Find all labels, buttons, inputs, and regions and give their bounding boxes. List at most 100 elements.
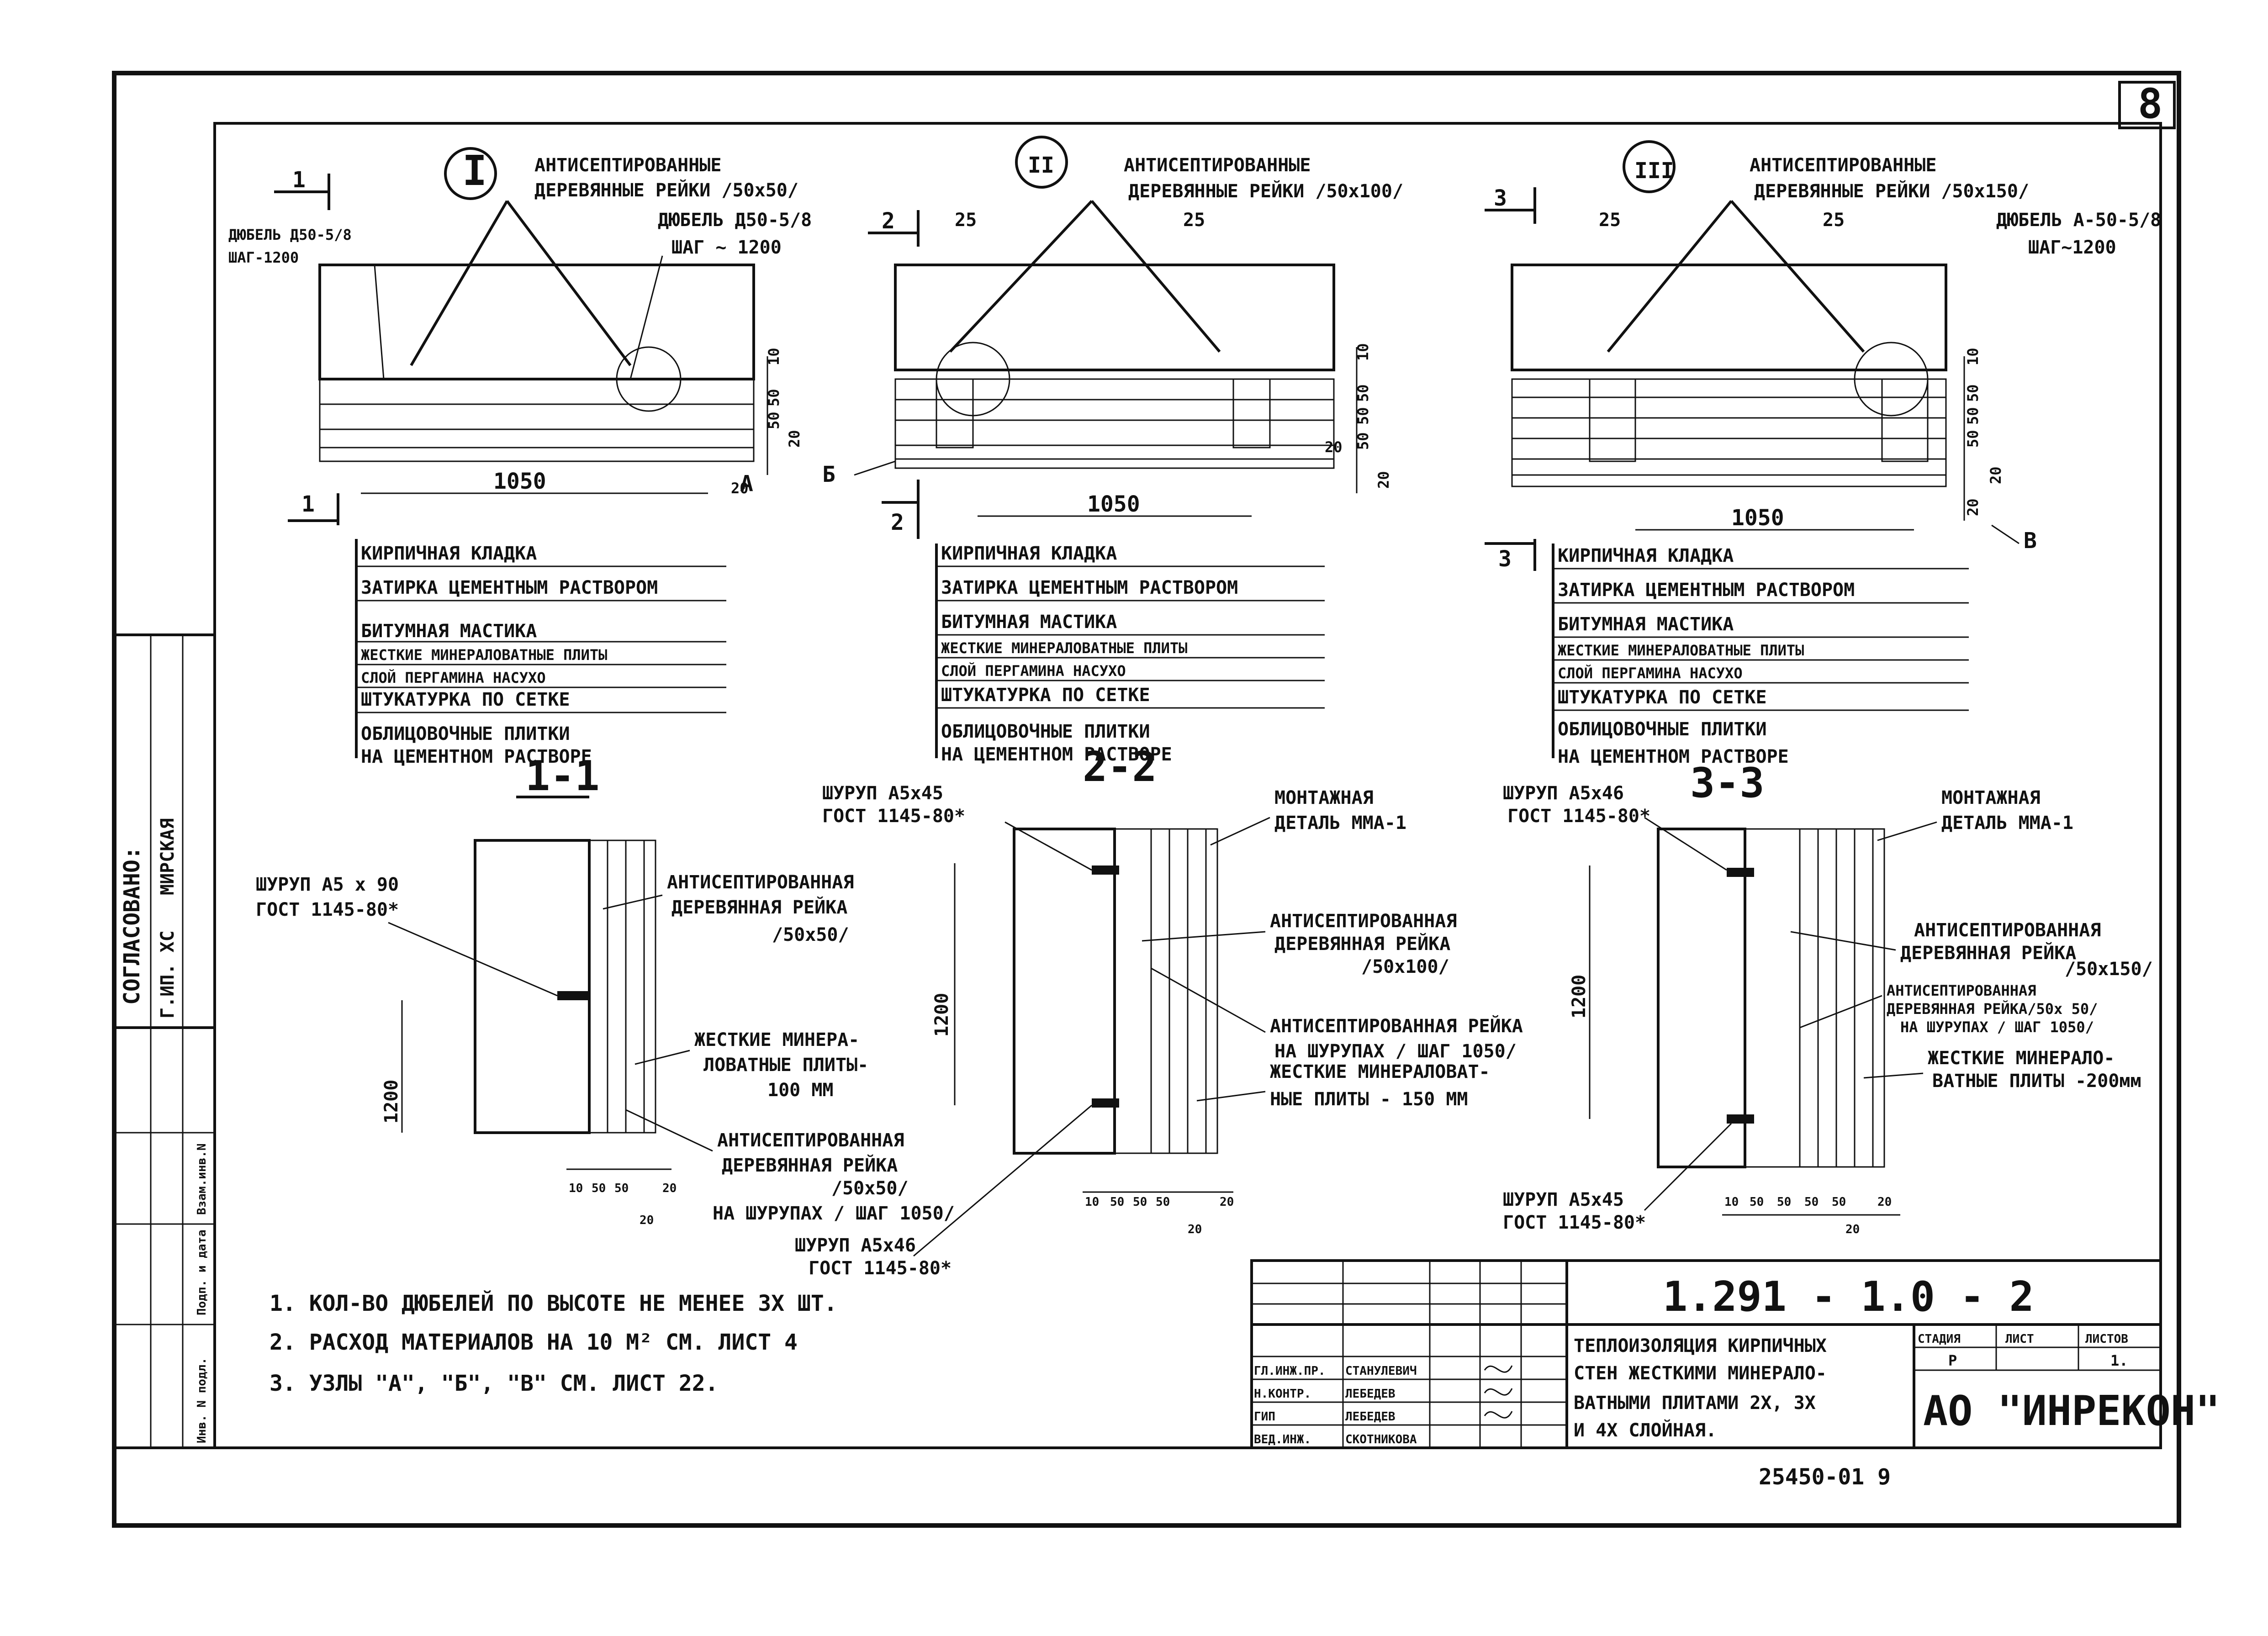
detail-3-board-1 bbox=[1511, 378, 1947, 398]
section-1-1-screw-2: ГОСТ 1145-80* bbox=[256, 899, 399, 920]
detail-3-dim-6: 20 bbox=[1987, 466, 2004, 484]
detail-3-dim-1: 10 bbox=[1964, 348, 1982, 365]
detail-2-layer-2: ЗАТИРКА ЦЕМЕНТНЫМ РАСТВОРОМ bbox=[941, 577, 1238, 598]
section-3-3-screw-bottom-1: ШУРУП А5х45 bbox=[1503, 1189, 1624, 1210]
detail-3-mark-circle bbox=[1623, 140, 1676, 193]
section-1-1-dim-5: 20 bbox=[640, 1214, 654, 1227]
detail-3-dim-25a: 25 bbox=[1599, 210, 1621, 231]
detail-2-brick bbox=[894, 264, 1335, 371]
detail-1-cut-bottom: 1 bbox=[301, 491, 315, 517]
sheets-value: 1. bbox=[2110, 1352, 2128, 1369]
detail-3-anchor-right-1: ДЮБЕЛЬ А-50-5/8 bbox=[1996, 210, 2161, 231]
section-2-2-screw-bottom-1: ШУРУП А5х46 bbox=[795, 1235, 916, 1256]
detail-3-layer-5: СЛОЙ ПЕРГАМИНА НАСУХО bbox=[1558, 665, 1743, 682]
name-2: ЛЕБЕДЕВ bbox=[1345, 1387, 1396, 1401]
detail-2-batten-a bbox=[936, 378, 974, 449]
section-3-3-dim-6: 20 bbox=[1877, 1195, 1892, 1209]
detail-3-anchor-right-2: ШАГ~1200 bbox=[2028, 237, 2116, 258]
section-1-1-screw-1: ШУРУП А5 х 90 bbox=[256, 874, 399, 895]
stamp-inv-orig: Инв. N подл. bbox=[195, 1357, 209, 1443]
section-3-3-board-text-2: ВАТНЫЕ ПЛИТЫ -200мм bbox=[1932, 1071, 2141, 1092]
detail-2-layer-8: НА ЦЕМЕНТНОМ РАСТВОРЕ bbox=[941, 744, 1172, 765]
section-3-3-height: 1200 bbox=[1569, 975, 1590, 1019]
section-2-2-batten2-2: НА ШУРУПАХ / ШАГ 1050/ bbox=[1274, 1041, 1517, 1062]
section-2-2-batten-3: /50х100/ bbox=[1361, 956, 1449, 977]
detail-1-node-circle bbox=[616, 346, 682, 412]
detail-1-anchor-left-1: ДЮБЕЛЬ Д50-5/8 bbox=[228, 226, 352, 243]
detail-3-layer-7: ОБЛИЦОВОЧНЫЕ ПЛИТКИ bbox=[1558, 719, 1767, 740]
section-1-1-batten-2: ДЕРЕВЯННАЯ РЕЙКА bbox=[671, 896, 847, 918]
section-3-3-dim-4: 50 bbox=[1804, 1195, 1819, 1209]
section-1-1-brick bbox=[474, 839, 591, 1134]
section-2-2-dim-4: 50 bbox=[1156, 1195, 1170, 1209]
title-line-1: ТЕПЛОИЗОЛЯЦИЯ КИРПИЧНЫХ bbox=[1574, 1335, 1827, 1356]
section-2-2-screw-bottom-2: ГОСТ 1145-80* bbox=[809, 1258, 952, 1279]
title-line-2: СТЕН ЖЕСТКИМИ МИНЕРАЛО- bbox=[1574, 1363, 1827, 1384]
detail-1-board-2 bbox=[319, 403, 755, 430]
section-1-1-batten bbox=[588, 839, 608, 1134]
sheet-number: 8 bbox=[2138, 80, 2162, 128]
detail-2-mark-circle bbox=[1015, 136, 1068, 189]
detail-3: III АНТИСЕПТИРОВАННЫЕ ДЕРЕВЯННЫЕ РЕЙКИ /… bbox=[1485, 140, 2161, 572]
title-line-4: И 4Х СЛОЙНАЯ. bbox=[1574, 1419, 1717, 1441]
section-3-3-dim-7: 20 bbox=[1845, 1223, 1860, 1236]
section-3-3-board-1 bbox=[1799, 828, 1819, 1168]
approval-strip: СОГЛАСОВАНО: Г.ИП. ХС МИРСКАЯ Инв. N под… bbox=[113, 633, 216, 1449]
section-1-1-height: 1200 bbox=[381, 1080, 402, 1124]
approval-role: Г.ИП. ХС bbox=[157, 930, 178, 1019]
detail-1-dim-4: 20 bbox=[786, 430, 803, 448]
section-2-2-mount-1: МОНТАЖНАЯ bbox=[1274, 787, 1374, 808]
detail-1-anchor-right-1: ДЮБЕЛЬ Д50-5/8 bbox=[658, 210, 812, 231]
detail-3-dim-2: 50 bbox=[1964, 384, 1982, 402]
org-name: АО "ИНРЕКОН" bbox=[1923, 1387, 2220, 1435]
name-4: СКОТНИКОВА bbox=[1345, 1433, 1417, 1446]
detail-1-layer-2: ЗАТИРКА ЦЕМЕНТНЫМ РАСТВОРОМ bbox=[361, 577, 658, 598]
detail-1-anchor-right-2: ШАГ ~ 1200 bbox=[671, 237, 782, 258]
name-1: СТАНУЛЕВИЧ bbox=[1345, 1364, 1417, 1378]
section-1-1-dim-4: 20 bbox=[662, 1182, 677, 1195]
section-2-2-batten-1: АНТИСЕПТИРОВАННАЯ bbox=[1270, 911, 1457, 932]
detail-1-board-1 bbox=[319, 378, 755, 405]
detail-2-span: 1050 bbox=[1087, 491, 1140, 517]
section-2-2-plaster bbox=[1205, 828, 1218, 1154]
detail-3-cut-top: 3 bbox=[1494, 185, 1507, 211]
detail-2-layer-1: КИРПИЧНАЯ КЛАДКА bbox=[941, 543, 1117, 564]
approval-name: МИРСКАЯ bbox=[157, 818, 178, 895]
detail-1-anchor-left-2: ШАГ-1200 bbox=[228, 249, 299, 266]
section-2-2: 2-2 ШУРУП А5х45 ГОСТ 1145-80* МОНТАЖНАЯ … bbox=[795, 743, 1523, 1279]
section-1-1-board-text-2: ЛОВАТНЫЕ ПЛИТЫ- bbox=[703, 1055, 868, 1076]
section-1-1-title: 1-1 bbox=[525, 752, 600, 800]
section-1-1-board-2 bbox=[625, 839, 645, 1134]
detail-3-brick bbox=[1511, 264, 1947, 371]
stage-head: СТАДИЯ bbox=[1918, 1332, 1961, 1346]
section-1-1-batten2-3: /50х50/ bbox=[831, 1178, 909, 1199]
section-1-1-batten-3: /50х50/ bbox=[772, 924, 849, 945]
footer-number: 25450-01 9 bbox=[1759, 1464, 1891, 1490]
section-3-3-batten-1: АНТИСЕПТИРОВАННАЯ bbox=[1914, 920, 2101, 941]
section-3-3-batten2-1: АНТИСЕПТИРОВАННАЯ bbox=[1887, 982, 2036, 999]
detail-1-mark-circle bbox=[444, 147, 497, 200]
section-2-2-board-1 bbox=[1150, 828, 1170, 1154]
note-3: 3. УЗЛЫ "А", "Б", "В" СМ. ЛИСТ 22. bbox=[270, 1371, 719, 1396]
section-2-2-height: 1200 bbox=[931, 993, 952, 1037]
detail-1-node: А bbox=[740, 471, 753, 496]
section-3-3-batten2-2: ДЕРЕВЯННАЯ РЕЙКА/50х 50/ bbox=[1887, 1000, 2098, 1018]
section-1-1: 1-1 ШУРУП А5 х 90 ГОСТ 1145-80* АНТИСЕПТ… bbox=[256, 752, 955, 1227]
title-code: 1.291 - 1.0 - 2 bbox=[1663, 1273, 2034, 1321]
section-3-3-screw-bottom-2: ГОСТ 1145-80* bbox=[1503, 1212, 1646, 1233]
role-3: ГИП bbox=[1254, 1410, 1275, 1424]
name-3: ЛЕБЕДЕВ bbox=[1345, 1410, 1396, 1424]
section-2-2-dim-1: 10 bbox=[1085, 1195, 1099, 1209]
section-1-1-batten2-4: НА ШУРУПАХ / ШАГ 1050/ bbox=[713, 1203, 955, 1224]
detail-3-batten-b bbox=[1881, 378, 1929, 462]
section-1-1-dim-1: 10 bbox=[569, 1182, 583, 1195]
detail-1-layer-7: ОБЛИЦОВОЧНЫЕ ПЛИТКИ bbox=[361, 723, 570, 744]
inner-frame bbox=[213, 122, 2162, 1449]
section-1-1-board-1 bbox=[607, 839, 627, 1134]
section-3-3-dim-1: 10 bbox=[1724, 1195, 1739, 1209]
detail-1-brick bbox=[318, 264, 755, 380]
detail-1-layer-5: СЛОЙ ПЕРГАМИНА НАСУХО bbox=[361, 669, 546, 686]
detail-3-layer-3: БИТУМНАЯ МАСТИКА bbox=[1558, 614, 1734, 635]
detail-2-cut-top: 2 bbox=[882, 208, 895, 234]
section-3-3-dim-3: 50 bbox=[1777, 1195, 1791, 1209]
